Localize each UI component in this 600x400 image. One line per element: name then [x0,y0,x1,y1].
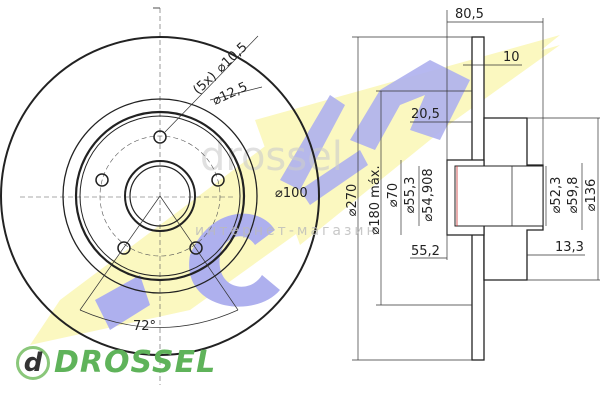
hole-dia-label: ⌀10,5 [213,40,250,76]
watermark-subtext: интернет-магазин [195,223,379,239]
angle-label: 72° [133,319,156,334]
front-view [0,7,320,385]
dia-136-label: ⌀136 [584,179,599,212]
bolt-hole [211,173,225,187]
dia-523-label: ⌀52,3 [549,177,564,214]
hole-dia2-label: ⌀12,5 [210,79,250,108]
dia-disc-label: ⌀270 [345,184,360,217]
width-total-label: 80,5 [455,7,484,22]
bolt-hole [95,173,109,187]
dia-center-label: ⌀70 [386,183,401,207]
pcd-label: ⌀100 [275,186,308,201]
logo-mark: d [16,345,50,380]
bolt-holes [95,130,225,255]
offset-label: 20,5 [411,107,440,122]
logo-text: DROSSEL [54,345,217,380]
bolt-hole [189,241,203,255]
bolt-hole [117,241,131,255]
bolt-hole [153,130,167,144]
depth-label: 55,2 [411,244,440,259]
dia-hat-label: ⌀180 máx. [368,165,383,234]
disc-outer-edge [0,36,320,356]
watermark-text: drossel [200,134,343,180]
dia-553-label: ⌀55,3 [403,177,418,214]
dia-598-label: ⌀59,8 [566,177,581,214]
drossel-logo: d DROSSEL [16,345,216,380]
side-view [352,10,600,361]
thickness-label: 10 [503,50,520,65]
dia-54908-label: ⌀54,908 [421,168,436,221]
hub-offset-label: 13,3 [555,240,584,255]
